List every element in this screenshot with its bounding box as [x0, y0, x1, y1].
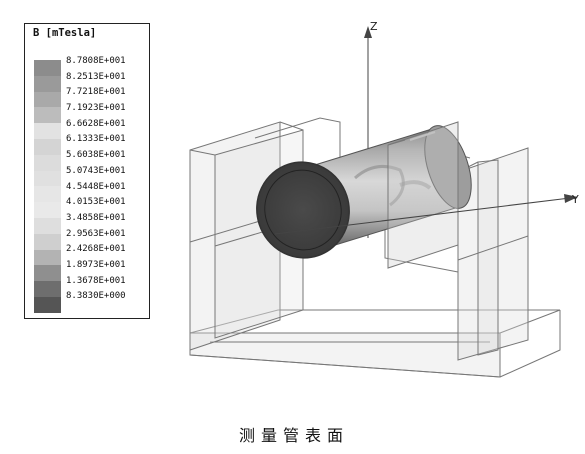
legend-swatch — [34, 107, 61, 124]
legend-swatch — [34, 265, 61, 282]
legend-swatch — [34, 75, 61, 92]
legend-value-label: 1.3678E+001 — [66, 275, 126, 286]
legend-swatch — [34, 186, 61, 203]
figure-caption: 测量管表面 — [238, 426, 349, 445]
legend-value-label: 8.2513E+001 — [66, 71, 126, 82]
legend-swatch — [34, 138, 61, 155]
legend-swatch — [34, 123, 61, 139]
legend-value-label: 7.1923E+001 — [66, 103, 126, 114]
measurement-tube — [256, 125, 472, 259]
magnetic-field-3d-view: Z Y — [189, 20, 579, 378]
legend-color-bar — [34, 60, 61, 313]
legend-swatch — [34, 154, 61, 171]
legend-swatch — [34, 233, 61, 250]
legend-swatch — [34, 296, 61, 313]
legend-swatch — [34, 91, 61, 108]
legend-value-label: 7.7218E+001 — [66, 87, 126, 98]
legend-value-label: 4.0153E+001 — [66, 197, 126, 208]
legend-swatch — [34, 170, 61, 187]
y-axis-label: Y — [571, 193, 579, 206]
legend-value-label: 5.0743E+001 — [66, 165, 126, 176]
y-axis: Y — [274, 193, 579, 235]
legend-labels: 8.7808E+001 8.2513E+001 7.7218E+001 7.1923E… — [66, 54, 126, 305]
legend-value-label: 1.8973E+001 — [66, 259, 126, 270]
legend-value-label: 4.5448E+001 — [66, 181, 126, 192]
pole-plate — [387, 121, 459, 269]
legend-value-label: 2.9563E+001 — [66, 228, 126, 239]
legend-value-label: 5.6038E+001 — [66, 150, 126, 161]
legend-swatch — [34, 217, 61, 234]
legend-swatch — [34, 60, 61, 76]
legend-value-label: 2.4268E+001 — [66, 244, 126, 255]
legend-value-label: 3.4858E+001 — [66, 212, 126, 223]
color-legend: B [mTesla] 8.7808E+001 8.2513E+001 7.7218E… — [24, 23, 150, 319]
legend-title: B [mTesla] — [33, 27, 97, 39]
z-axis-label: Z — [370, 20, 378, 33]
legend-value-label: 8.3830E+000 — [66, 291, 126, 302]
legend-value-label: 6.6628E+001 — [66, 118, 126, 129]
legend-swatch — [34, 281, 61, 297]
legend-swatch — [34, 202, 61, 218]
legend-value-label: 6.1333E+001 — [66, 134, 126, 145]
legend-swatch — [34, 249, 61, 266]
legend-value-label: 8.7808E+001 — [66, 56, 126, 66]
